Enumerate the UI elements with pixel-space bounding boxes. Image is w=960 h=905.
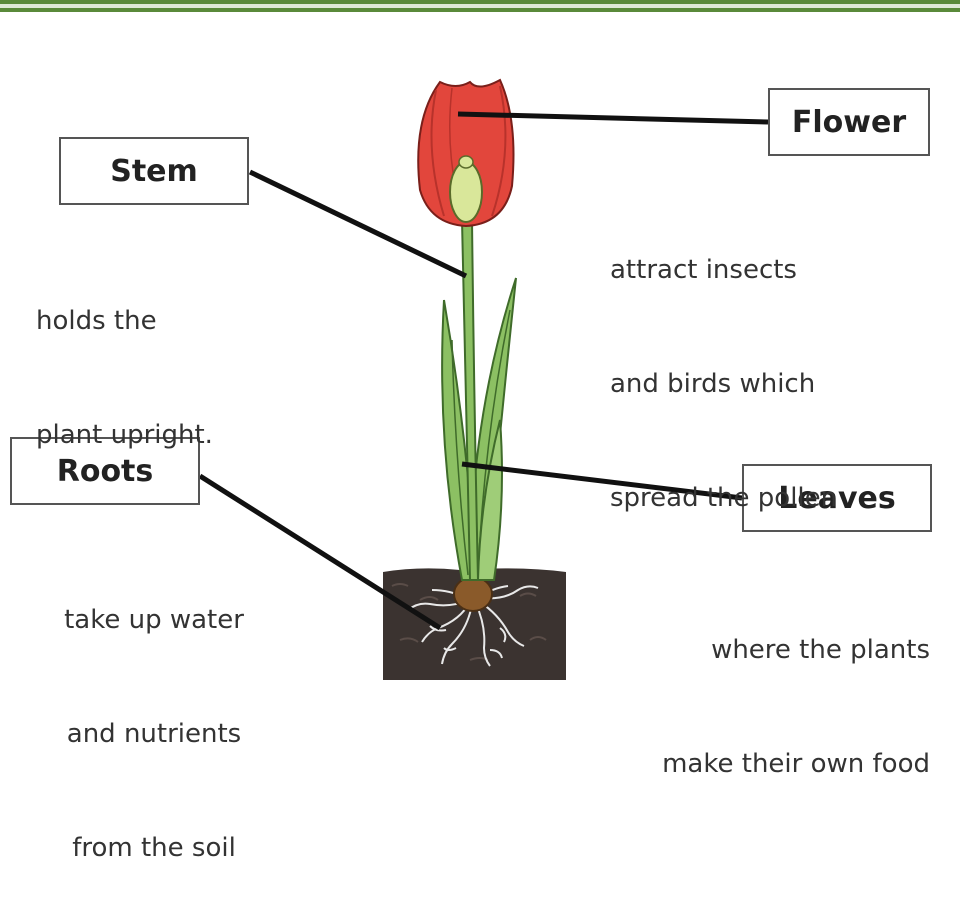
flower-description: attract insects and birds which spread t… [610, 175, 837, 555]
stem-label-box: Stem [59, 137, 249, 205]
leaves-description: where the plants make their own food [590, 555, 930, 821]
flower-description-line: attract insects [610, 251, 837, 289]
stem-description: holds the plant upright. [36, 226, 213, 492]
roots-description-line: from the soil [34, 829, 274, 867]
leaves-description-line: where the plants [590, 631, 930, 669]
flower-label-box: Flower [768, 88, 930, 156]
flower-description-line: and birds which [610, 365, 837, 403]
flower-description-line: spread the pollen [610, 479, 837, 517]
roots-description-line: take up water [34, 601, 274, 639]
stem-label: Stem [110, 154, 198, 189]
roots-description: take up water and nutrients from the soi… [34, 525, 274, 905]
stem-description-line: plant upright. [36, 416, 213, 454]
bulb [454, 577, 492, 611]
flower-label: Flower [792, 105, 906, 140]
leaves-illustration [442, 278, 516, 580]
stem-description-line: holds the [36, 302, 213, 340]
leaves-description-line: make their own food [590, 745, 930, 783]
flower-illustration [418, 80, 513, 226]
roots-description-line: and nutrients [34, 715, 274, 753]
